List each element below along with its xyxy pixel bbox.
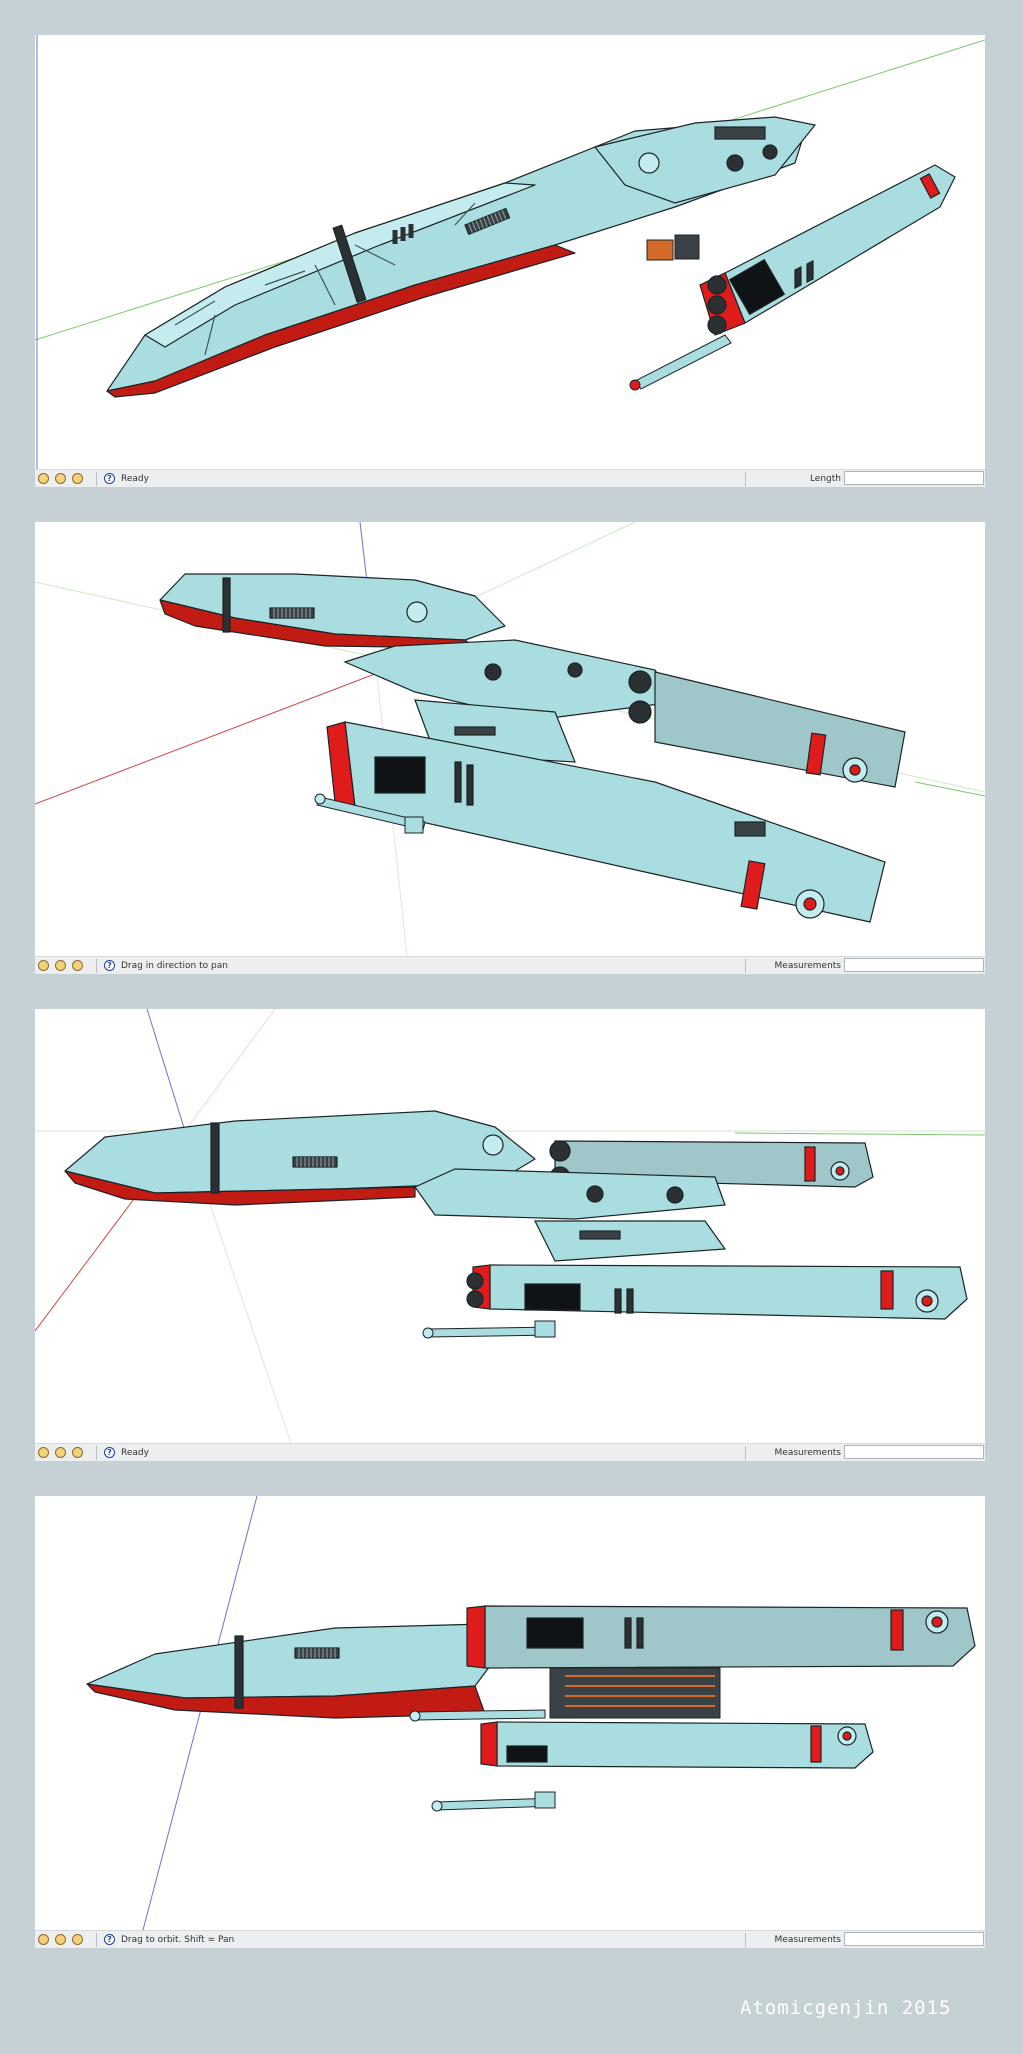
viewport-panel-4: ? Drag to orbit. Shift = Pan Measurement…: [35, 1496, 985, 1948]
credits-icon[interactable]: [55, 473, 66, 484]
ship-model-view-1: [35, 35, 985, 469]
cannon-arm: [314, 793, 426, 834]
status-divider: [96, 959, 97, 973]
artist-credit: Atomicgenjin 2015: [740, 1997, 952, 2019]
status-bar: ? Drag in direction to pan Measurements: [35, 956, 985, 974]
cannon-arm: [409, 1709, 556, 1812]
blue-axis: [142, 1496, 258, 1930]
status-bar: ? Ready Length: [35, 469, 985, 487]
green-axis: [734, 1132, 985, 1136]
ship-model-view-3: [35, 1009, 985, 1443]
viewport-panel-2: ? Drag in direction to pan Measurements: [35, 522, 985, 974]
geo-location-icon[interactable]: [38, 1934, 49, 1945]
viewport-panel-3: ? Ready Measurements: [35, 1009, 985, 1461]
main-hull: [64, 1110, 536, 1206]
cannon-arm: [629, 334, 732, 391]
user-icon[interactable]: [72, 473, 83, 484]
engine-block: [646, 234, 700, 261]
viewport-panel-1: ? Ready Length: [35, 35, 985, 487]
blue-axis: [146, 1009, 186, 1132]
status-text: Drag to orbit. Shift = Pan: [121, 1935, 235, 1945]
credits-icon[interactable]: [55, 1447, 66, 1458]
vcb-label: Measurements: [774, 1935, 841, 1945]
nacelle-lower: [326, 721, 886, 923]
status-divider: [745, 959, 746, 973]
geo-location-icon[interactable]: [38, 960, 49, 971]
red-axis: [184, 1009, 276, 1132]
vcb-input[interactable]: [844, 958, 984, 972]
dorsal-tower: [593, 116, 817, 204]
credits-icon[interactable]: [55, 1934, 66, 1945]
model-viewport-2[interactable]: [35, 522, 985, 956]
help-icon[interactable]: ?: [104, 1447, 115, 1458]
status-divider: [745, 472, 746, 486]
model-viewport-3[interactable]: [35, 1009, 985, 1443]
nacelle-upper: [466, 1605, 976, 1669]
help-icon[interactable]: ?: [104, 473, 115, 484]
status-divider: [96, 1446, 97, 1460]
vcb-input[interactable]: [844, 1445, 984, 1459]
nacelle-lower: [699, 164, 956, 336]
vcb-label: Measurements: [774, 961, 841, 971]
status-divider: [96, 1933, 97, 1947]
main-hull: [86, 1623, 506, 1719]
help-icon[interactable]: ?: [104, 1934, 115, 1945]
vcb-label: Length: [809, 474, 841, 484]
vcb-input[interactable]: [844, 1932, 984, 1946]
blue-axis: [359, 522, 368, 583]
status-bar: ? Ready Measurements: [35, 1443, 985, 1461]
green-axis: [914, 781, 985, 797]
main-hull: [159, 573, 506, 649]
credits-icon[interactable]: [55, 960, 66, 971]
main-hull: [106, 120, 806, 398]
help-icon[interactable]: ?: [104, 960, 115, 971]
red-axis: [35, 671, 381, 805]
model-viewport-4[interactable]: [35, 1496, 985, 1930]
nacelle-upper: [628, 670, 906, 788]
status-bar: ? Drag to orbit. Shift = Pan Measurement…: [35, 1930, 985, 1948]
status-text: Ready: [121, 1448, 149, 1458]
nacelle-lower: [480, 1721, 874, 1769]
ship-model-view-4: [86, 1496, 976, 1930]
user-icon[interactable]: [72, 1447, 83, 1458]
model-viewport-1[interactable]: [35, 35, 985, 469]
engine-block: [549, 1667, 721, 1719]
vcb-input[interactable]: [844, 471, 984, 485]
cannon-arm: [422, 1320, 556, 1339]
status-text: Ready: [121, 474, 149, 484]
mid-section: [414, 1168, 727, 1262]
status-divider: [745, 1933, 746, 1947]
ship-model-view-2: [35, 522, 985, 956]
status-divider: [745, 1446, 746, 1460]
geo-location-icon[interactable]: [38, 1447, 49, 1458]
vcb-label: Measurements: [774, 1448, 841, 1458]
status-text: Drag in direction to pan: [121, 961, 228, 971]
green-axis: [464, 522, 636, 603]
user-icon[interactable]: [72, 1934, 83, 1945]
status-divider: [96, 472, 97, 486]
nacelle-lower: [466, 1264, 968, 1320]
user-icon[interactable]: [72, 960, 83, 971]
geo-location-icon[interactable]: [38, 473, 49, 484]
